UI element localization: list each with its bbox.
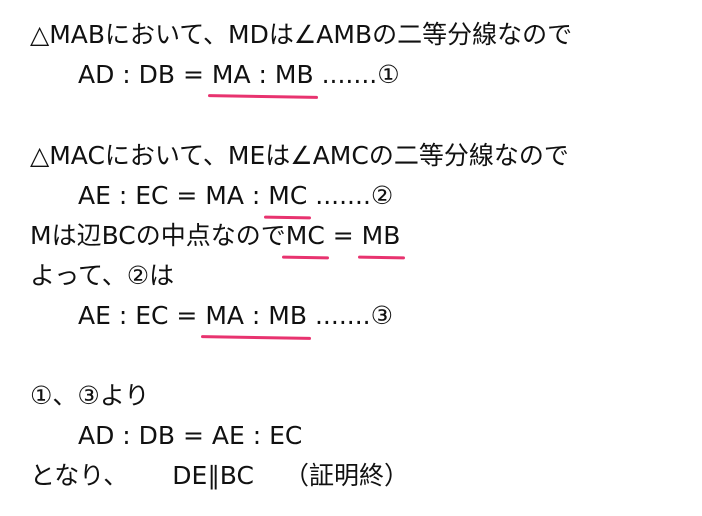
- proof-line-5: Mは辺BCの中点なのでMC = MB: [30, 218, 400, 254]
- line-10-qed: （証明終）: [283, 461, 409, 490]
- line-5-underlined-mc: MC: [286, 218, 325, 254]
- line-10-parallel-statement: DE∥BC: [172, 461, 254, 490]
- line-4-suffix: .......②: [307, 181, 394, 210]
- proof-line-10: となり、 DE∥BC （証明終）: [30, 458, 409, 494]
- line-10-prefix: となり、: [30, 461, 129, 490]
- line-2-prefix: AD : DB =: [78, 60, 212, 89]
- line-5-prefix: Mは辺BCの中点なので: [30, 221, 286, 250]
- line-7-suffix: .......③: [307, 301, 394, 330]
- line-1-text: △MABにおいて、MDは∠AMBの二等分線なので: [30, 20, 573, 49]
- line-7-prefix: AE : EC =: [78, 301, 206, 330]
- line-8-text: ①、③より: [30, 381, 150, 410]
- proof-line-7: AE : EC = MA : MB .......③: [78, 298, 393, 334]
- proof-line-2: AD : DB = MA : MB .......①: [78, 57, 400, 93]
- line-6-text: よって、②は: [30, 261, 175, 290]
- proof-line-3: △MACにおいて、MEは∠AMCの二等分線なので: [30, 138, 569, 174]
- line-3-text: △MACにおいて、MEは∠AMCの二等分線なので: [30, 141, 569, 170]
- proof-line-8: ①、③より: [30, 378, 149, 414]
- proof-line-4: AE : EC = MA : MC .......②: [78, 178, 393, 214]
- line-5-equals: =: [324, 221, 362, 250]
- proof-line-1: △MABにおいて、MDは∠AMBの二等分線なので: [30, 17, 572, 53]
- proof-line-6: よって、②は: [30, 258, 174, 294]
- line-2-suffix: .......①: [313, 60, 400, 89]
- line-7-underlined-ratio: MA : MB: [205, 298, 307, 334]
- proof-line-9: AD : DB = AE : EC: [78, 418, 302, 454]
- line-2-underlined-ratio: MA : MB: [212, 57, 314, 93]
- line-9-text: AD : DB = AE : EC: [78, 421, 303, 450]
- line-5-underlined-mb: MB: [362, 218, 401, 254]
- line-4-prefix: AE : EC = MA :: [78, 181, 269, 210]
- line-4-underlined-mc: MC: [268, 178, 307, 214]
